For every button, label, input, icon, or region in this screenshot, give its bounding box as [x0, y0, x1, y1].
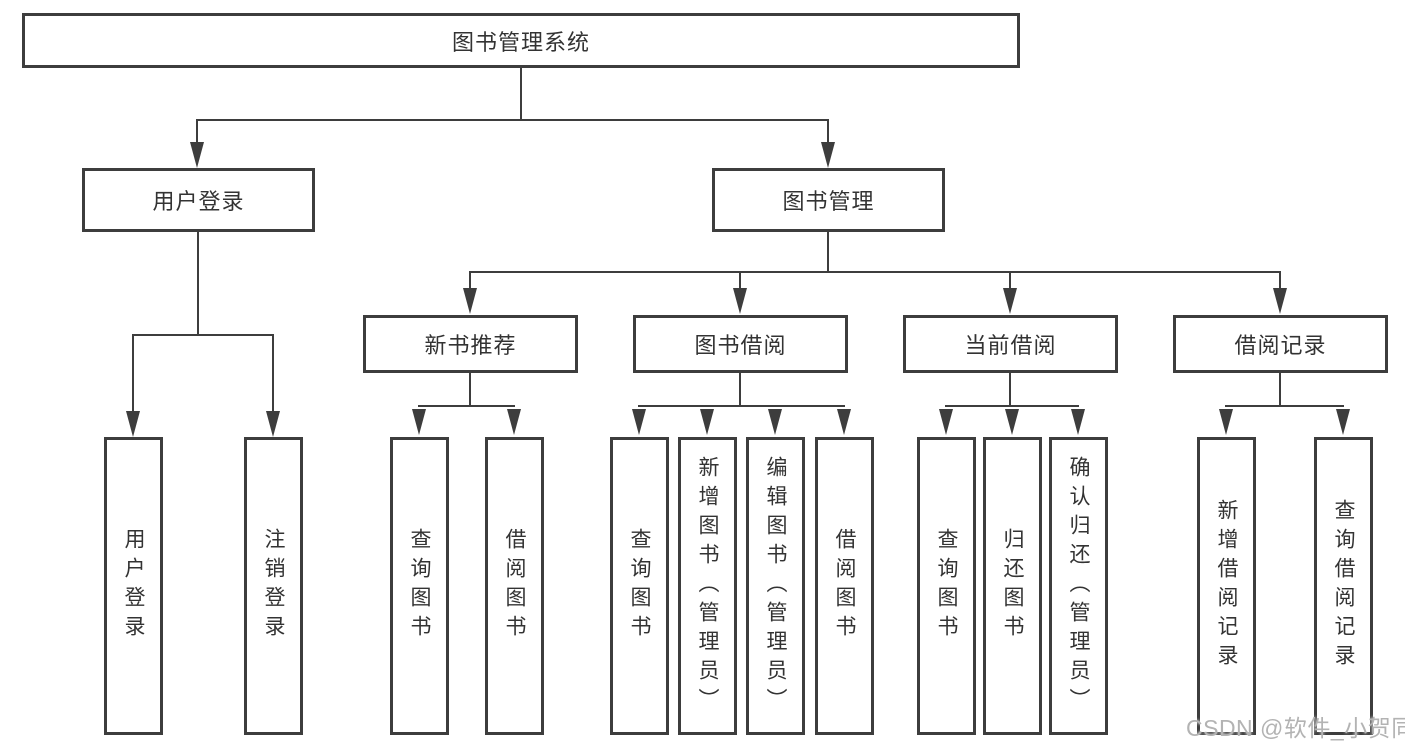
leaf-label: 新增借阅记录 — [1215, 499, 1238, 673]
connector-root-stem — [520, 68, 522, 121]
arrowhead-down — [1005, 409, 1019, 435]
arrowhead-down — [1219, 409, 1233, 435]
leaf-record-add: 新增借阅记录 — [1197, 437, 1256, 735]
arrowhead-down — [939, 409, 953, 435]
arrowhead-down — [463, 288, 477, 314]
connector-userlogin-stem — [197, 232, 199, 336]
leaf-borrowing-edit-book-admin: 编辑图书（管理员） — [746, 437, 805, 735]
leaf-borrowing-borrow-book: 借阅图书 — [815, 437, 874, 735]
node-root: 图书管理系统 — [22, 13, 1020, 68]
leaf-label: 借阅图书 — [833, 528, 856, 644]
leaf-label: 归还图书 — [1001, 528, 1024, 644]
leaf-logout: 注销登录 — [244, 437, 303, 735]
arrowhead-down — [1071, 409, 1085, 435]
leaf-current-return-book: 归还图书 — [983, 437, 1042, 735]
connector-l3-drop — [1009, 273, 1011, 289]
arrowhead-down — [266, 411, 280, 437]
connector-userlogin-left-drop — [132, 336, 134, 413]
leaf-label: 编辑图书（管理员） — [764, 455, 787, 717]
leaf-label: 新增图书（管理员） — [696, 455, 719, 717]
arrowhead-down — [190, 142, 204, 168]
arrowhead-down — [1336, 409, 1350, 435]
node-book-borrowing: 图书借阅 — [633, 315, 848, 373]
arrowhead-down — [412, 409, 426, 435]
leaf-newbook-query-book: 查询图书 — [390, 437, 449, 735]
connector-newbook-branch — [418, 405, 515, 407]
connector-current-stem — [1009, 373, 1011, 407]
arrowhead-down — [1003, 288, 1017, 314]
leaf-label: 查询图书 — [935, 528, 958, 644]
node-borrowing-records: 借阅记录 — [1173, 315, 1388, 373]
leaf-record-query: 查询借阅记录 — [1314, 437, 1373, 735]
connector-root-left-drop — [196, 121, 198, 145]
arrowhead-down — [821, 142, 835, 168]
node-user-login: 用户登录 — [82, 168, 315, 232]
connector-l3-drop — [469, 273, 471, 289]
connector-l3-drop — [739, 273, 741, 289]
leaf-borrowing-add-book-admin: 新增图书（管理员） — [678, 437, 737, 735]
leaf-current-query-book: 查询图书 — [917, 437, 976, 735]
connector-l3-drop — [1279, 273, 1281, 289]
node-current-borrowing: 当前借阅 — [903, 315, 1118, 373]
arrowhead-down — [126, 411, 140, 437]
arrowhead-down — [1273, 288, 1287, 314]
leaf-current-confirm-return-admin: 确认归还（管理员） — [1049, 437, 1108, 735]
connector-root-branch — [196, 119, 829, 121]
leaf-label: 查询图书 — [628, 528, 651, 644]
leaf-label: 注销登录 — [262, 528, 285, 644]
arrowhead-down — [507, 409, 521, 435]
csdn-watermark: CSDN @软件_小贺同学 — [1186, 715, 1405, 741]
node-new-book-recommendation: 新书推荐 — [363, 315, 578, 373]
connector-userlogin-branch — [132, 334, 274, 336]
connector-borrowing-stem — [739, 373, 741, 407]
connector-records-branch — [1225, 405, 1344, 407]
arrowhead-down — [837, 409, 851, 435]
arrowhead-down — [733, 288, 747, 314]
leaf-label: 查询图书 — [408, 528, 431, 644]
arrowhead-down — [768, 409, 782, 435]
connector-userlogin-right-drop — [272, 336, 274, 413]
leaf-borrowing-query-book: 查询图书 — [610, 437, 669, 735]
connector-current-branch — [945, 405, 1079, 407]
leaf-user-login: 用户登录 — [104, 437, 163, 735]
leaf-label: 借阅图书 — [503, 528, 526, 644]
leaf-label: 确认归还（管理员） — [1067, 455, 1090, 717]
connector-records-stem — [1279, 373, 1281, 407]
connector-bookmgmt-branch — [469, 271, 1281, 273]
arrowhead-down — [700, 409, 714, 435]
connector-bookmgmt-stem — [827, 232, 829, 273]
connector-root-right-drop — [827, 121, 829, 145]
arrowhead-down — [632, 409, 646, 435]
leaf-newbook-borrow-book: 借阅图书 — [485, 437, 544, 735]
connector-borrowing-branch — [638, 405, 845, 407]
connector-newbook-stem — [469, 373, 471, 407]
leaf-label: 查询借阅记录 — [1332, 499, 1355, 673]
node-book-management: 图书管理 — [712, 168, 945, 232]
leaf-label: 用户登录 — [122, 528, 145, 644]
